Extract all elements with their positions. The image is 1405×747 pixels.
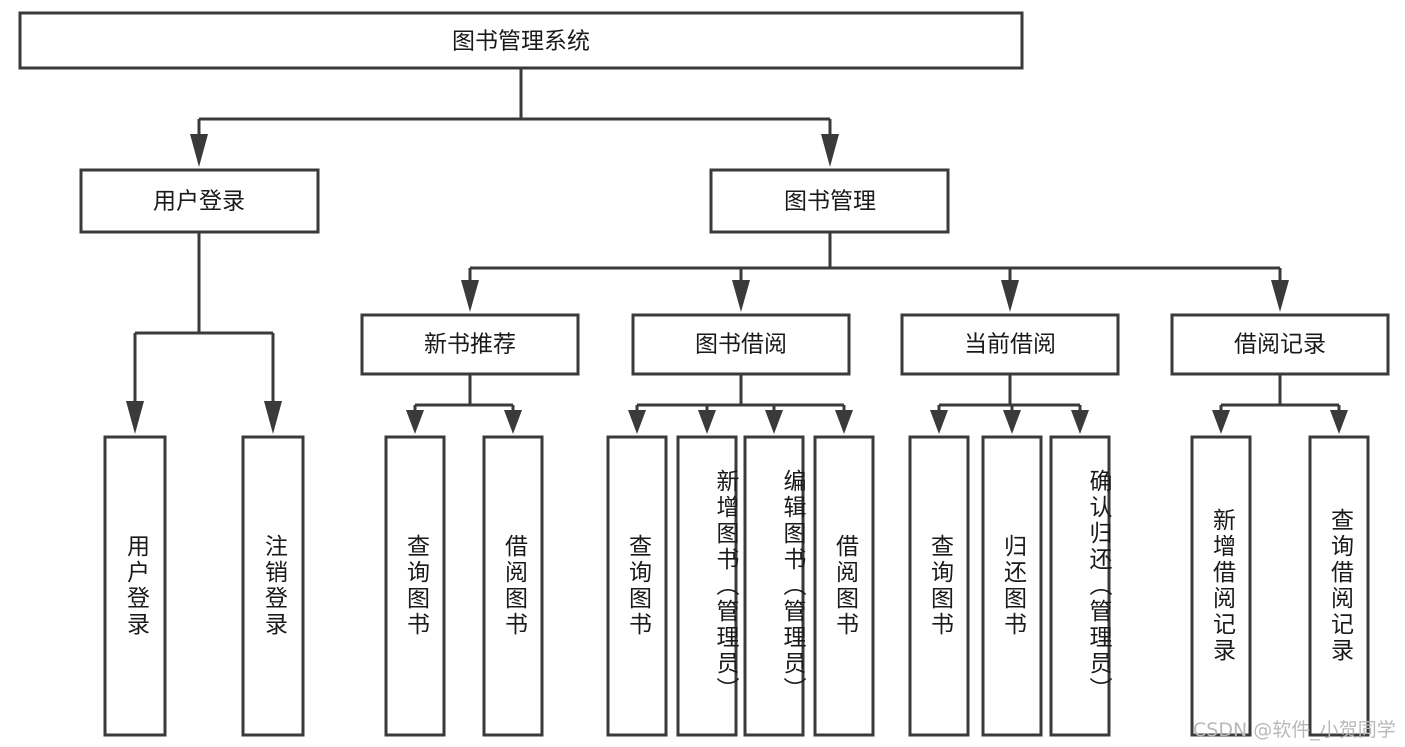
leaf-box-logout[interactable] [241,435,305,737]
leaf-box-query-book-nbr[interactable] [384,435,446,737]
leaf-box-query-book-bb[interactable] [606,435,668,737]
leaf-box-add-book-admin[interactable] [676,435,738,737]
leaf-box-borrow-book-bb[interactable] [813,435,875,737]
csdn-watermark: CSDN @软件_小贺同学 [1193,719,1396,741]
leaf-box-query-borrow-record[interactable] [1308,435,1370,737]
node-label-borrow-record: 借阅记录 [1234,332,1326,358]
node-label-new-book-recommend: 新书推荐 [424,332,516,358]
arrowhead-bb-leaf-1 [628,410,646,434]
arrowhead-br-leaf-2 [1330,410,1348,434]
arrowhead-br-leaf-1 [1212,410,1230,434]
arrowhead-leaf-user-login [126,401,144,434]
arrowhead-cb-leaf-1 [930,410,948,434]
node-box-root[interactable] [18,11,1024,70]
arrowhead-to-book-mgmt [821,134,839,167]
leaf-box-query-book-cb[interactable] [908,435,970,737]
node-label-book-borrow: 图书借阅 [695,332,787,358]
arrowhead-borrow-record [1271,280,1289,312]
arrowhead-bb-leaf-3 [765,410,783,434]
node-label-root: 图书管理系统 [452,29,590,55]
arrowhead-cb-leaf-2 [1003,410,1021,434]
leaf-box-user-login[interactable] [103,435,167,737]
node-box-new-book-recommend[interactable] [360,313,580,376]
node-label-current-borrow: 当前借阅 [964,332,1056,358]
leaf-label-query-borrow-record: 查询借阅记录 [1326,508,1353,664]
arrowhead-book-borrow [732,280,750,312]
arrowhead-cb-leaf-3 [1071,410,1089,434]
arrowhead-to-user-login [190,134,208,167]
leaf-label-query-book-nbr: 查询图书 [402,534,429,638]
node-boxes-group: 图书管理系统 用户登录 图书管理 新书推荐 图书借阅 当前借阅 借阅记录 [18,11,1390,737]
leaf-label-borrow-book-bb: 借阅图书 [831,534,858,638]
leaf-box-confirm-return-admin[interactable] [1049,435,1111,737]
leaf-label-add-borrow-record: 新增借阅记录 [1208,508,1235,664]
arrowhead-nbr-leaf-2 [504,410,522,434]
node-box-borrow-record[interactable] [1170,313,1390,376]
leaf-box-return-book[interactable] [981,435,1043,737]
connector-lines-group [126,68,1348,434]
node-box-current-borrow[interactable] [900,313,1120,376]
leaf-label-confirm-return-admin: 确认归还（管理员） [1085,469,1111,703]
leaf-label-borrow-book-nbr: 借阅图书 [500,534,527,638]
leaf-label-edit-book-admin: 编辑图书（管理员） [779,469,805,703]
arrowhead-bb-leaf-2 [698,410,716,434]
leaf-label-query-book-bb: 查询图书 [624,534,651,638]
node-box-user-login[interactable] [79,168,320,234]
node-label-user-login: 用户登录 [153,189,245,215]
leaf-label-return-book: 归还图书 [999,534,1026,638]
node-box-book-management[interactable] [709,168,950,234]
arrowhead-current-borrow [1001,280,1019,312]
node-box-book-borrow[interactable] [631,313,851,376]
leaf-box-borrow-book-nbr[interactable] [482,435,544,737]
leaf-label-logout: 注销登录 [260,534,287,638]
leaf-label-user-login: 用户登录 [122,534,149,638]
arrowhead-bb-leaf-4 [835,410,853,434]
leaf-label-add-book-admin: 新增图书（管理员） [712,469,738,703]
arrowhead-new-book-rec [461,280,479,312]
leaf-box-add-borrow-record[interactable] [1190,435,1252,737]
leaf-label-query-book-cb: 查询图书 [926,534,953,638]
arrowhead-leaf-logout [264,401,282,434]
arrowhead-nbr-leaf-1 [406,410,424,434]
leaf-box-edit-book-admin[interactable] [743,435,805,737]
node-label-book-management: 图书管理 [784,189,876,215]
